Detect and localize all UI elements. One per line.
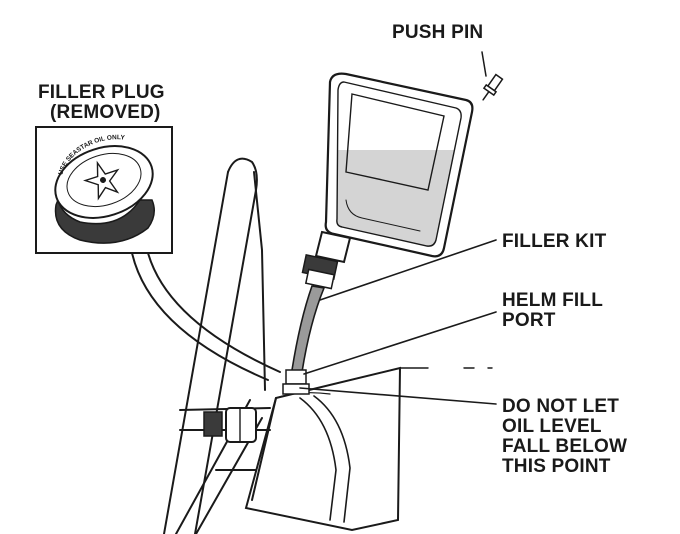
- filler-tube: [291, 285, 326, 373]
- push-pin-icon: [482, 73, 504, 101]
- filler-plug-callout: USE SEASTAR OIL ONLY: [35, 126, 173, 254]
- push-pin-label: PUSH PIN: [392, 22, 483, 43]
- oil-bottle: [314, 72, 474, 264]
- filler-plug-leader: [131, 252, 281, 381]
- filler-kit-leader: [319, 239, 497, 301]
- helm-fill-port-label-line1: HELM FILL: [502, 290, 603, 311]
- oil-level-leader: [299, 387, 497, 405]
- filler-plug-label-line1: FILLER PLUG: [38, 82, 165, 103]
- helm-fill-port-label-line2: PORT: [502, 310, 556, 331]
- helm-fill-port-leader: [303, 311, 497, 375]
- filler-plug-label-line2: (REMOVED): [50, 102, 161, 123]
- steering-shaft: [179, 407, 271, 443]
- oil-level-label-line2: OIL LEVEL: [502, 416, 602, 437]
- push-pin-leader: [481, 51, 487, 77]
- helm-fill-port: [282, 369, 310, 395]
- oil-level-label-line1: DO NOT LET: [502, 396, 619, 417]
- filler-kit: [291, 253, 339, 373]
- filler-kit-label: FILLER KIT: [502, 231, 607, 252]
- oil-level-label-line4: THIS POINT: [502, 456, 611, 477]
- star-emblem-icon: [83, 160, 120, 201]
- helm-body: [244, 366, 493, 532]
- steering-wheel: [163, 157, 266, 534]
- oil-level-label-line3: FALL BELOW: [502, 436, 627, 457]
